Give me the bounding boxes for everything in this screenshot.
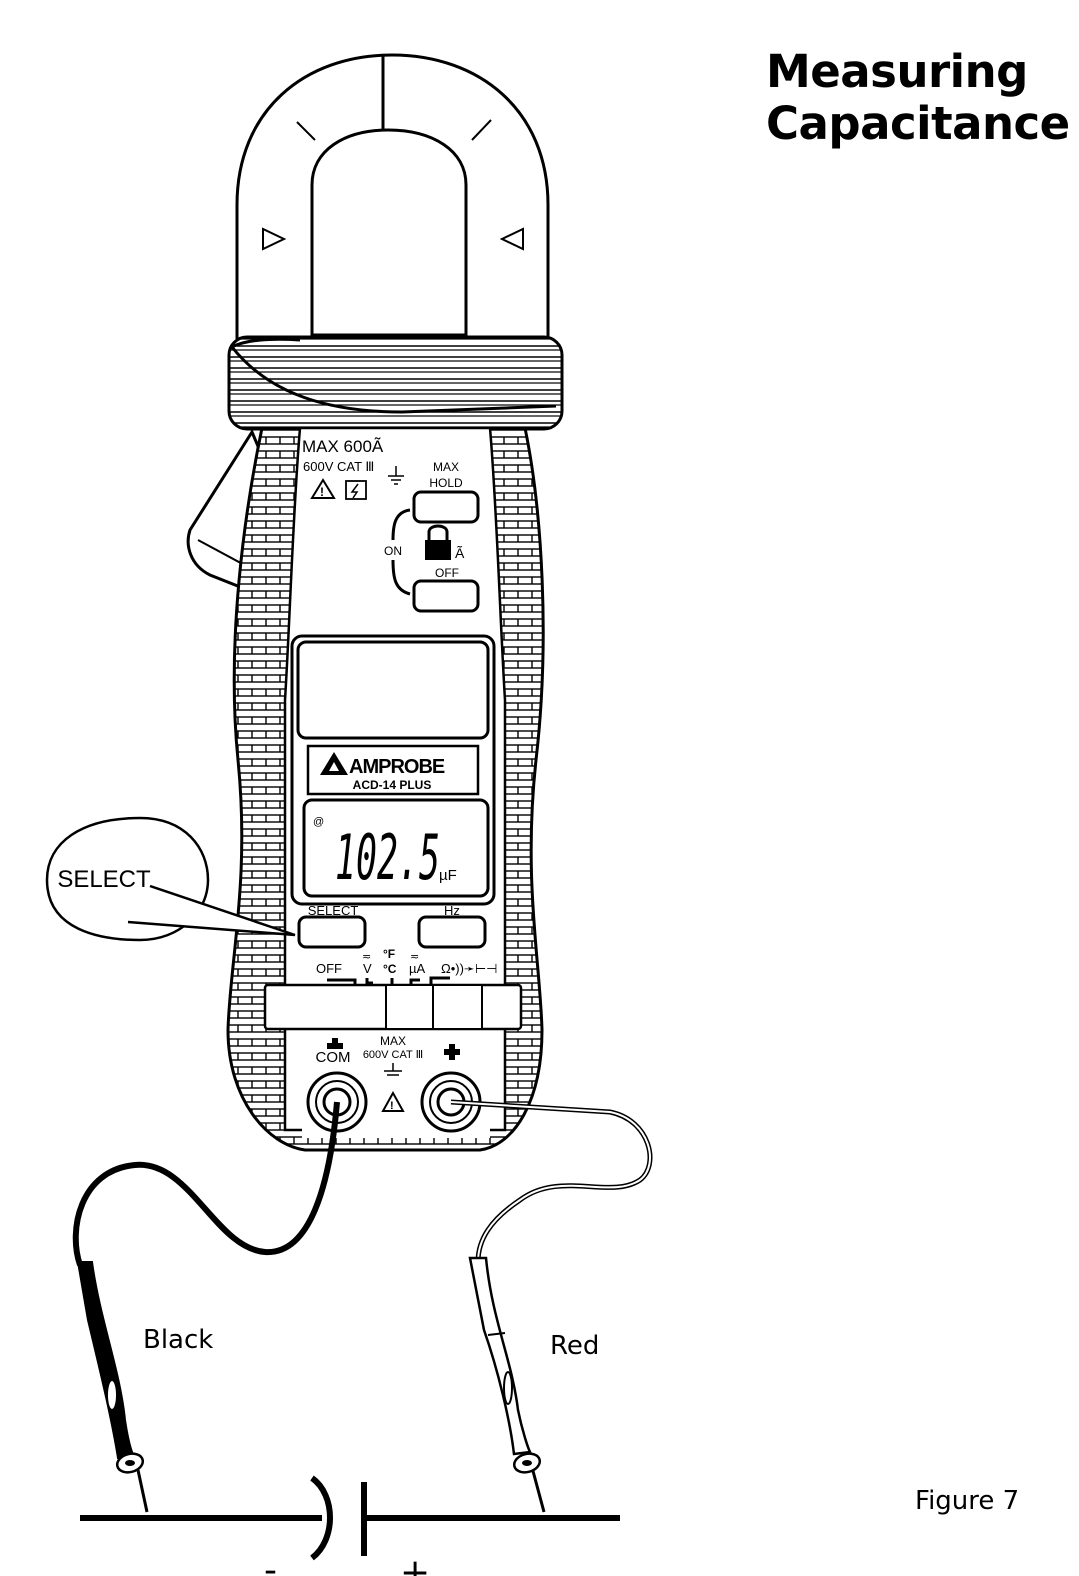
clamp-jaw bbox=[235, 53, 550, 350]
com-jack-label: COM bbox=[316, 1049, 351, 1066]
lock-current-symbol: Ã bbox=[455, 545, 465, 561]
figure-label: Figure 7 bbox=[915, 1486, 1020, 1516]
svg-text:!: ! bbox=[320, 485, 324, 499]
dial-off-label: OFF bbox=[316, 961, 342, 976]
dial-ohm-label: Ω•))➛⊢⊣ bbox=[441, 961, 497, 976]
jaw-arrow-right-icon bbox=[499, 227, 524, 251]
positive-terminal-label: + bbox=[400, 1552, 430, 1576]
lock-off-label: OFF bbox=[435, 566, 459, 580]
max-rating-label: MAX 600Ã bbox=[302, 437, 384, 456]
svg-text:!: ! bbox=[390, 1100, 394, 1112]
capacitor-symbol bbox=[80, 1475, 620, 1561]
jack-ground-icon bbox=[384, 1063, 402, 1076]
lcd-marker: @ bbox=[313, 816, 324, 828]
ground-icon bbox=[388, 466, 404, 485]
hz-button-label: Hz bbox=[444, 903, 460, 918]
lock-off-button[interactable] bbox=[412, 579, 480, 613]
brand-name: AMPROBE bbox=[349, 756, 445, 778]
title-line-2: Capacitance bbox=[766, 97, 1070, 150]
cat-rating-top: 600V CAT Ⅲ bbox=[303, 459, 374, 474]
lock-slider-track bbox=[391, 508, 411, 596]
rotary-switch[interactable] bbox=[263, 983, 523, 1031]
select-button[interactable] bbox=[297, 915, 367, 949]
lcd-reading: 102.5 bbox=[335, 821, 440, 894]
upper-window bbox=[296, 640, 490, 740]
red-lead-label: Red bbox=[550, 1331, 599, 1361]
lcd-unit: µF bbox=[439, 867, 457, 884]
dial-v-symbol: ≂ bbox=[362, 951, 371, 963]
cat-rating-bottom: 600V CAT Ⅲ bbox=[363, 1049, 423, 1061]
max-hold-label-2: HOLD bbox=[429, 476, 463, 490]
max-hold-label-1: MAX bbox=[433, 460, 459, 474]
high-voltage-icon bbox=[345, 480, 367, 500]
max-jack-label: MAX bbox=[380, 1034, 406, 1048]
jaw-grip-band bbox=[227, 335, 564, 431]
dial-ua-label: µA bbox=[409, 961, 425, 976]
max-hold-button[interactable] bbox=[412, 490, 480, 524]
amprobe-logo-icon bbox=[320, 752, 348, 775]
model-name: ACD-14 PLUS bbox=[353, 778, 432, 792]
select-callout bbox=[45, 816, 296, 942]
red-test-lead bbox=[450, 1099, 653, 1513]
jaw-arrow-left-icon bbox=[262, 227, 287, 251]
callout-label: SELECT bbox=[57, 866, 151, 893]
hz-button[interactable] bbox=[417, 915, 487, 949]
warning-icon: ! bbox=[310, 478, 336, 499]
negative-terminal-label: - bbox=[264, 1550, 277, 1576]
dial-ua-symbol: ≂ bbox=[410, 951, 419, 963]
jack-warning-icon: ! bbox=[381, 1090, 405, 1112]
black-test-lead bbox=[72, 1101, 340, 1513]
black-lead-label: Black bbox=[143, 1325, 213, 1355]
dial-v-label: V bbox=[363, 961, 372, 976]
plus-jack-icon bbox=[444, 1044, 460, 1060]
page-title: Measuring Capacitance bbox=[766, 46, 1070, 150]
dial-c-label: °C bbox=[383, 962, 397, 976]
com-minus-icon bbox=[327, 1038, 343, 1049]
title-line-1: Measuring bbox=[766, 45, 1028, 98]
dial-f-label: °F bbox=[383, 947, 395, 961]
select-button-label: SELECT bbox=[308, 903, 359, 918]
lock-on-label: ON bbox=[384, 544, 402, 558]
lock-icon bbox=[425, 524, 451, 560]
lcd-window bbox=[302, 798, 490, 898]
rotary-dial-labels: OFF ≂ V °F °C ≂ µA Ω•))➛⊢⊣ bbox=[316, 947, 497, 985]
